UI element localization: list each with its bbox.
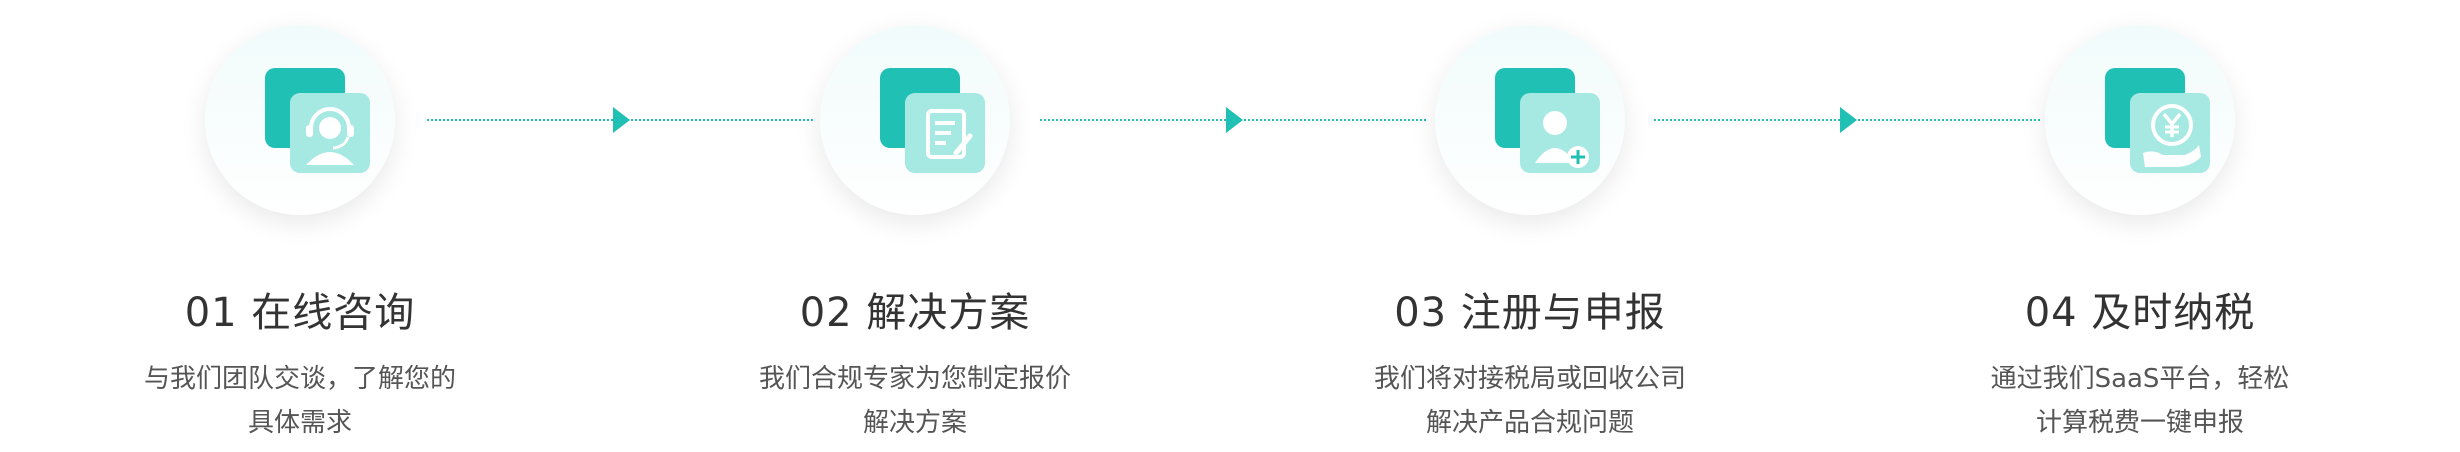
- step-description-line: 我们合规专家为您制定报价: [758, 364, 1071, 394]
- step-description: 与我们团队交谈，了解您的 具体需求: [0, 357, 600, 445]
- step-title: 01 在线咨询: [184, 290, 416, 336]
- step-description: 我们将对接税局或回收公司 解决产品合规问题: [1230, 357, 1830, 445]
- step-description: 通过我们SaaS平台，轻松 计算税费一键申报: [1840, 357, 2440, 445]
- step-connector-arrow: [1654, 107, 2040, 133]
- yuan-hand-icon: [2105, 68, 2210, 173]
- step-description: 我们合规专家为您制定报价 解决方案: [615, 357, 1215, 445]
- document-edit-icon: [880, 68, 985, 173]
- process-step-tax: 04 及时纳税 通过我们SaaS平台，轻松 计算税费一键申报: [1840, 0, 2440, 452]
- step-description-line: 解决产品合规问题: [1425, 408, 1634, 438]
- arrow-right-icon: [1840, 107, 1857, 133]
- process-step-solution: 02 解决方案 我们合规专家为您制定报价 解决方案: [615, 0, 1215, 452]
- step-title: 03 注册与申报: [1394, 290, 1666, 336]
- step-title: 04 及时纳税: [2024, 290, 2256, 336]
- arrow-right-icon: [1226, 107, 1243, 133]
- step-description-line: 我们将对接税局或回收公司: [1373, 364, 1686, 394]
- process-step-consult: 01 在线咨询 与我们团队交谈，了解您的 具体需求: [0, 0, 600, 452]
- step-connector-arrow: [1040, 107, 1426, 133]
- step-description-line: 具体需求: [247, 408, 352, 438]
- arrow-right-icon: [613, 107, 630, 133]
- step-description-line: 解决方案: [862, 408, 967, 438]
- step-connector-arrow: [427, 107, 813, 133]
- step-description-line: 计算税费一键申报: [2035, 408, 2244, 438]
- step-description-line: 通过我们SaaS平台，轻松: [1990, 364, 2290, 394]
- customer-service-headset-icon: [265, 68, 370, 173]
- step-title: 02 解决方案: [799, 290, 1031, 336]
- process-step-register: 03 注册与申报 我们将对接税局或回收公司 解决产品合规问题: [1230, 0, 1830, 452]
- user-plus-icon: [1495, 68, 1600, 173]
- step-description-line: 与我们团队交谈，了解您的: [143, 364, 456, 394]
